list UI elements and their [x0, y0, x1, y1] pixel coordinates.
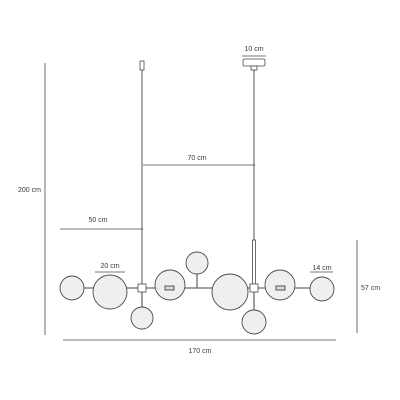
socket-right	[275, 285, 286, 291]
connector-left	[137, 283, 147, 293]
canopy-width-label: 10 cm	[244, 46, 263, 53]
dimension-labels: 200 cm 57 cm 170 cm 70 cm 50 cm 10 cm 20…	[18, 46, 380, 355]
globe-bottom-left	[130, 306, 154, 330]
dimension-lines	[44, 55, 358, 341]
globe-top-center	[185, 251, 209, 275]
socket-center-left	[164, 285, 175, 291]
right-stem	[252, 239, 256, 289]
canopy-fitting	[250, 65, 258, 71]
ceiling-anchor	[139, 60, 145, 71]
globe-center-large	[211, 273, 249, 311]
globe-left-large	[92, 274, 128, 310]
total-width-label: 170 cm	[189, 348, 212, 355]
globe-bottom-right	[241, 309, 267, 335]
globe-center-left	[154, 269, 186, 301]
globe-diameter-label: 20 cm	[100, 263, 119, 270]
height-total-label: 200 cm	[18, 187, 41, 194]
suspension	[139, 58, 266, 289]
fixture	[59, 251, 335, 335]
ceiling-canopy	[242, 58, 266, 67]
globe-right	[264, 269, 296, 301]
globe-far-right	[309, 276, 335, 302]
fixture-height-label: 57 cm	[361, 285, 380, 292]
side-drop-label: 50 cm	[88, 217, 107, 224]
cord-spacing-label: 70 cm	[187, 155, 206, 162]
globe-far-left	[59, 275, 85, 301]
small-globe-diameter-label: 14 cm	[312, 265, 331, 272]
connector-right	[249, 283, 259, 293]
